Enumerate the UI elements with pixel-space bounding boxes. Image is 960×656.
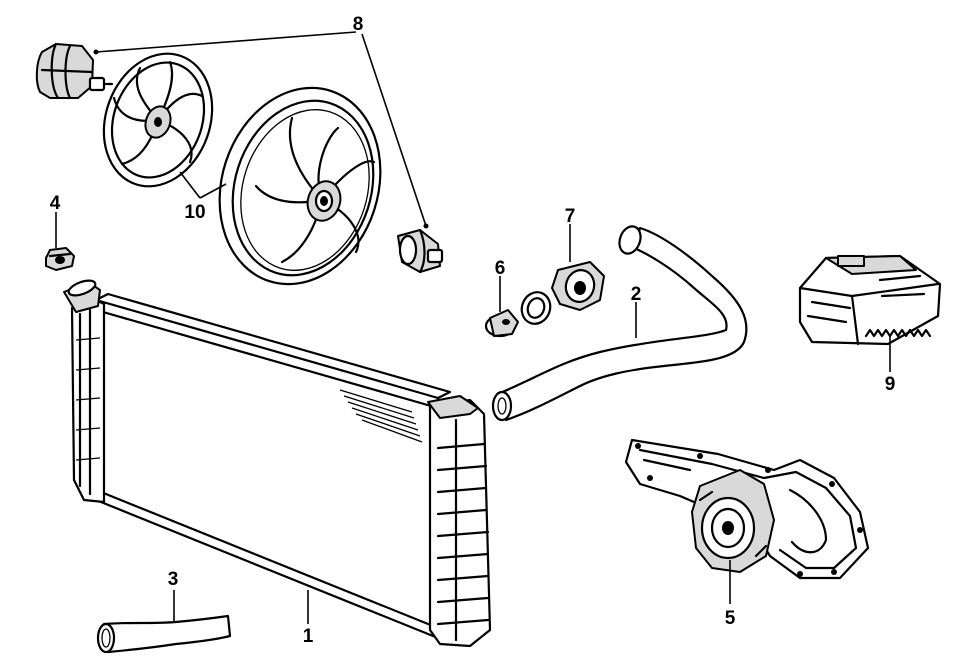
callout-labels: 8 10 4 6 7 2 9 5 3 1 <box>50 14 896 647</box>
callout-10: 10 <box>184 202 205 223</box>
callout-3: 3 <box>168 569 179 590</box>
reservoir-base-teeth <box>864 328 932 338</box>
fan-blade-large <box>218 86 382 286</box>
callout-2: 2 <box>631 284 642 305</box>
gasket-bolt-holes <box>635 443 863 577</box>
lower-radiator-hose <box>96 614 232 654</box>
coolant-reservoir <box>798 254 942 346</box>
radiator <box>63 279 492 648</box>
callout-7: 7 <box>565 206 576 227</box>
callout-8: 8 <box>353 14 364 35</box>
thermostat <box>484 309 519 338</box>
thermostat-housing <box>551 261 605 311</box>
upper-radiator-hose <box>491 225 748 422</box>
water-pump <box>691 469 775 573</box>
right-tank-ribs <box>436 442 490 626</box>
callout-6: 6 <box>495 258 506 279</box>
radiator-fin-hatching <box>339 389 423 443</box>
callout-5: 5 <box>725 608 736 629</box>
callout-9: 9 <box>885 374 896 395</box>
radiator-cap <box>45 247 75 271</box>
left-tank-ribs <box>75 337 101 461</box>
callout-4: 4 <box>50 193 61 214</box>
fan-motor-left <box>35 42 114 100</box>
fan-blade-small <box>102 52 214 188</box>
leader-lines <box>55 31 891 624</box>
thermostat-gasket <box>520 291 552 325</box>
fan-motor-right <box>397 228 444 274</box>
callout-1: 1 <box>303 626 314 647</box>
